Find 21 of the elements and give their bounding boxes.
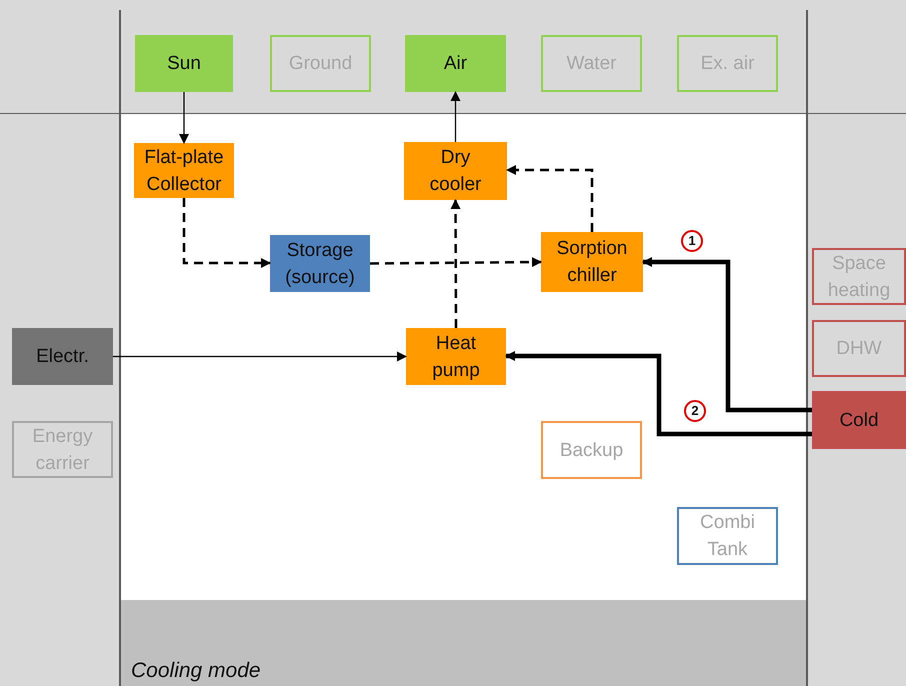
- arrow: [179, 92, 189, 144]
- arrow: [113, 352, 407, 362]
- caption-band: Cooling mode: [121, 600, 806, 686]
- component-box: Dry cooler: [404, 142, 507, 200]
- source-box: Air: [405, 35, 506, 92]
- component-box: Backup: [541, 421, 642, 479]
- storage-box: Combi Tank: [677, 507, 778, 565]
- arrow: [505, 351, 812, 436]
- component-box: Heat pump: [406, 328, 506, 385]
- arrow: [450, 91, 460, 142]
- arrow: [450, 199, 461, 328]
- source-box: Sun: [135, 35, 233, 92]
- component-box: Flat-plate Collector: [134, 143, 234, 198]
- component-box: Sorption chiller: [541, 232, 643, 292]
- arrow: [182, 198, 271, 268]
- energy-box: Electr.: [12, 328, 113, 385]
- arrow: [506, 165, 594, 232]
- storage-box: Storage (source): [270, 235, 370, 292]
- arrow: [642, 257, 812, 412]
- load-box: Cold: [812, 391, 906, 449]
- arrow: [370, 257, 542, 268]
